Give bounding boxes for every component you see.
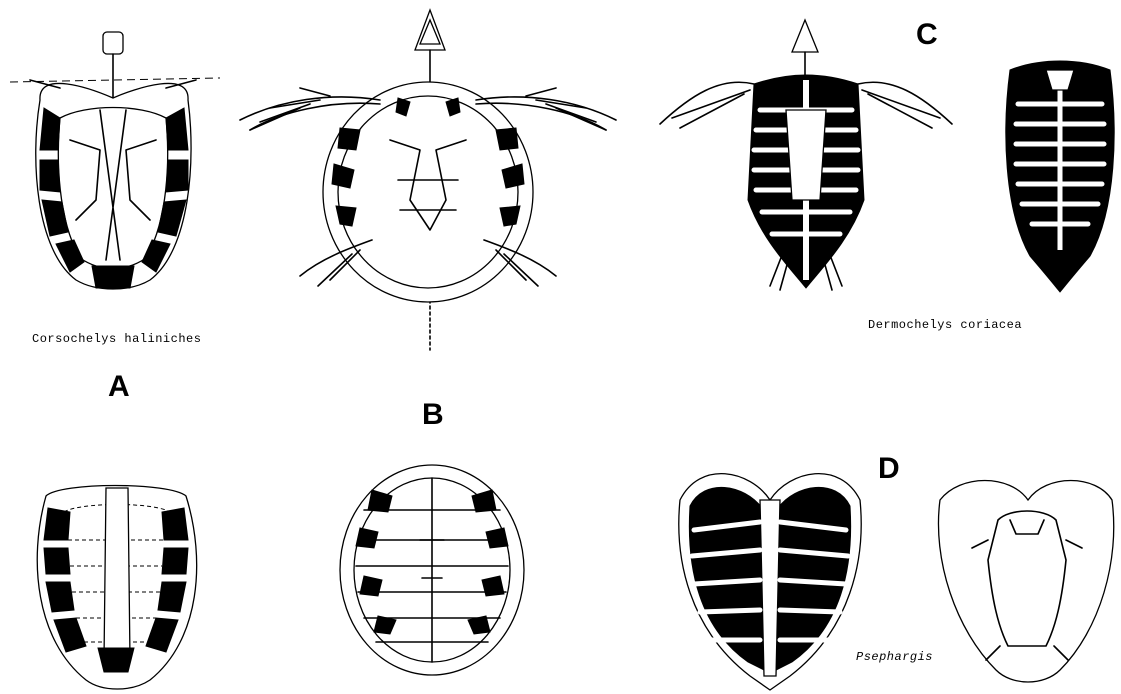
cheloniid-skeleton-drawing [240, 10, 616, 350]
dermochelys-carapace-drawing [1006, 61, 1114, 292]
dermochelys-skeleton-drawing [660, 20, 952, 290]
panel-label-a: A [108, 370, 130, 403]
corsochelys-skeleton-drawing [10, 32, 220, 289]
panel-label-b: B [422, 398, 444, 431]
species-label-psephargis: Psephargis [856, 650, 933, 664]
psephargis-plastron-drawing [938, 481, 1113, 683]
panel-label-c: C [916, 18, 938, 51]
corsochelys-carapace-drawing [37, 486, 196, 690]
psephargis-carapace-drawing [679, 474, 861, 690]
species-label-corsochelys: Corsochelys haliniches [32, 332, 201, 346]
panel-label-d: D [878, 452, 900, 485]
species-label-dermochelys: Dermochelys coriacea [868, 318, 1022, 332]
cheloniid-carapace-drawing [340, 465, 524, 675]
